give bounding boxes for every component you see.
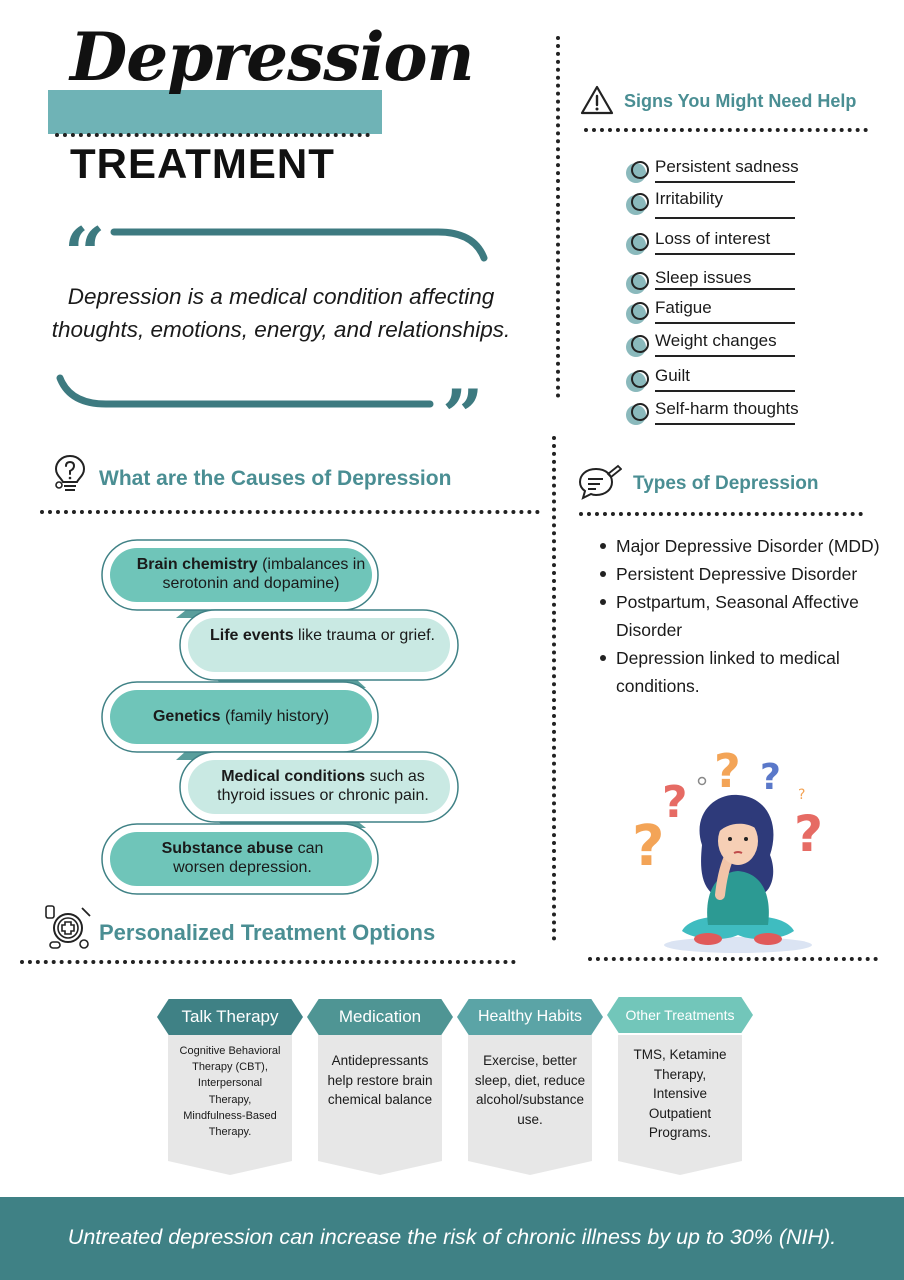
warning-icon [580,85,614,115]
treatments-heading: Personalized Treatment Options [99,920,436,945]
quote-close-mark: ” [442,373,484,458]
footer-banner: Untreated depression can increase the ri… [0,1197,904,1280]
circle-bullet-icon [626,403,650,425]
treatment-description: Exercise, better sleep, diet, reduce alc… [474,1053,586,1127]
sign-label: Irritability [655,189,724,208]
svg-text:?: ? [662,777,688,828]
causes-divider [40,510,540,514]
circle-bullet-icon [626,302,650,324]
signs-divider [584,128,868,132]
treatment-card: Cognitive Behavioral Therapy (CBT), Inte… [168,1035,292,1175]
cause-rest: (imbalances in serotonin and dopamine) [162,556,366,592]
causes-heading: What are the Causes of Depression [99,467,452,490]
cause-rest: like trauma or grief. [293,627,435,644]
cause-bold: Medical conditions [221,768,366,785]
sign-label: Guilt [655,366,690,385]
treatment-description: TMS, Ketamine Therapy, Intensive Outpati… [633,1047,727,1140]
list-item: Postpartum, Seasonal Affective Disorder [598,588,888,644]
types-list: Major Depressive Disorder (MDD) Persiste… [598,532,888,700]
cause-rest: such as thyroid issues or chronic pain. [217,768,429,804]
circle-bullet-icon [626,161,650,183]
title-divider [55,133,370,137]
treatment-tab-other: Other Treatments [607,997,753,1033]
treatment-description: Cognitive Behavioral Therapy (CBT), Inte… [179,1045,281,1139]
cause-item: Life events like trauma or grief. [200,626,445,645]
list-item: Major Depressive Disorder (MDD) [598,532,888,560]
page-title: Depression [70,18,475,96]
types-heading: Types of Depression [633,473,819,494]
cause-bold: Genetics [152,708,221,725]
medical-care-icon [45,905,91,949]
treatment-tab-talk-therapy: Talk Therapy [157,999,303,1035]
sign-label: Self-harm thoughts [655,399,799,418]
cause-rest: can worsen depression. [173,840,324,876]
circle-bullet-icon [626,272,650,294]
footer-text: Untreated depression can increase the ri… [67,1225,837,1249]
sign-underline [655,253,795,255]
svg-text:?: ? [714,745,741,798]
vertical-divider-top [556,36,560,398]
quote-bottom-curve [56,374,434,408]
sign-underline [655,288,795,290]
sign-label: Fatigue [655,298,712,317]
treatment-description: Antidepressants help restore brain chemi… [327,1053,433,1107]
quote-open-mark: “ [64,211,106,296]
treatments-divider [20,960,516,964]
sign-label: Sleep issues [655,268,752,287]
signs-heading: Signs You Might Need Help [624,91,857,111]
svg-text:?: ? [794,805,823,863]
sign-label: Persistent sadness [655,157,799,176]
quote-top-curve [110,228,488,262]
types-divider [579,512,863,516]
sign-underline [655,181,795,183]
circle-bullet-icon [626,193,650,215]
title-highlight-band [48,90,382,134]
treatment-tab-medication: Medication [307,999,453,1035]
cause-bold: Life events [210,627,294,644]
cause-item: Medical conditions such as thyroid issue… [196,767,450,805]
cause-item: Brain chemistry (imbalances in serotonin… [126,555,376,593]
treatment-card: Antidepressants help restore brain chemi… [318,1035,442,1175]
list-item: Depression linked to medical conditions. [598,644,888,700]
circle-bullet-icon [626,335,650,357]
svg-text:?: ? [760,757,781,798]
sign-underline [655,355,795,357]
cause-item: Genetics (family history) [116,707,366,726]
cause-bold: Brain chemistry [136,556,258,573]
vertical-divider-middle [552,436,556,941]
sign-underline [655,390,795,392]
causes-flow-graphic [101,539,459,895]
cause-item: Substance abuse can worsen depression. [140,839,345,877]
page-subtitle: TREATMENT [70,140,335,187]
treatment-card: TMS, Ketamine Therapy, Intensive Outpati… [618,1035,742,1175]
illustration-divider [588,957,878,961]
thinking-person-illustration: ? ? ? ? ? ? [632,745,823,953]
cause-bold: Substance abuse [161,840,294,857]
sign-underline [655,217,795,219]
intro-quote: Depression is a medical condition affect… [51,284,511,342]
sign-label: Weight changes [655,331,777,350]
svg-text:?: ? [632,814,664,879]
circle-bullet-icon [626,370,650,392]
treatment-tab-healthy-habits: Healthy Habits [457,999,603,1035]
sign-underline [655,322,795,324]
chat-pencil-icon [578,464,622,500]
sign-label: Loss of interest [655,229,771,248]
treatment-card: Exercise, better sleep, diet, reduce alc… [468,1035,592,1175]
list-item: Persistent Depressive Disorder [598,560,888,588]
cause-rest: (family history) [220,708,330,725]
svg-text:?: ? [798,787,805,803]
lightbulb-question-icon [54,454,86,491]
sign-underline [655,423,795,425]
circle-bullet-icon [626,233,650,255]
